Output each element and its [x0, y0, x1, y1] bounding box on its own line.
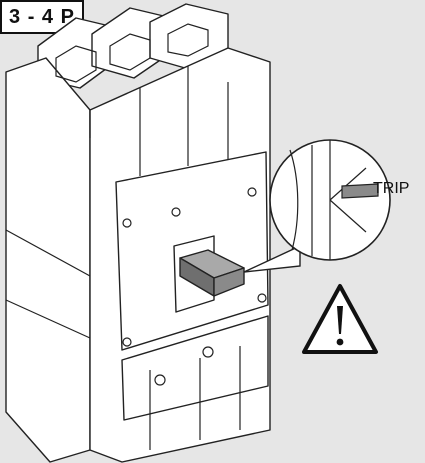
pole-count-badge: 3 - 4 P	[0, 0, 84, 34]
callout-connector	[243, 244, 301, 273]
breaker-left-face	[5, 57, 91, 463]
trip-detail-magnifier	[269, 139, 391, 261]
trip-button	[341, 183, 379, 199]
lower-panel	[121, 315, 269, 421]
trip-label: TRIP	[373, 180, 410, 197]
operating-handle-side	[213, 267, 245, 297]
warning-triangle-icon	[302, 284, 378, 354]
